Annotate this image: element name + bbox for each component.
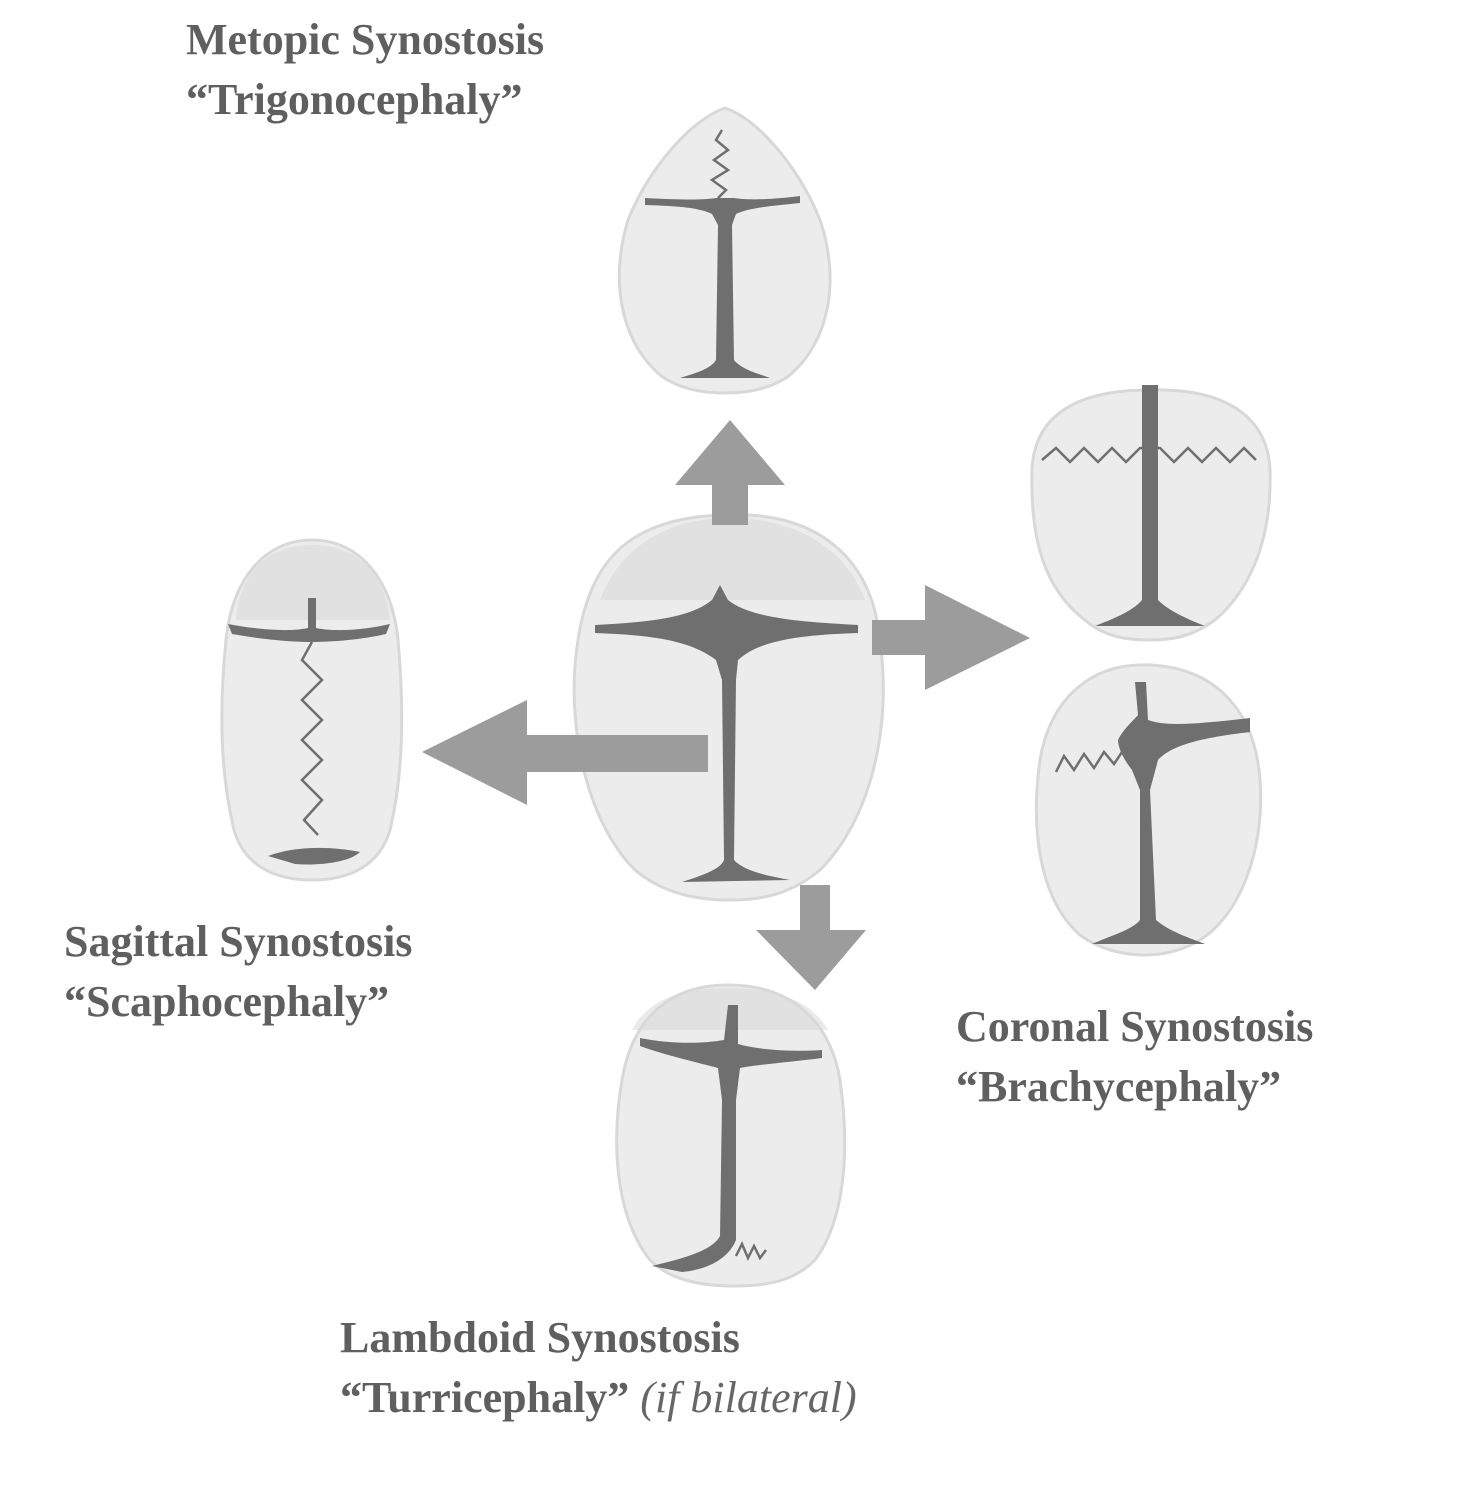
arrow-down (756, 885, 866, 990)
metopic-shape: “Trigonocephaly” (186, 75, 523, 124)
lambdoid-qualifier: (if bilateral) (640, 1373, 857, 1422)
metopic-skull (617, 106, 832, 395)
sagittal-skull-fused-suture (300, 641, 324, 836)
lambdoid-shape: “Turricephaly” (340, 1373, 630, 1422)
arrow-up (675, 420, 785, 525)
coronal-shape: “Brachycephaly” (956, 1062, 1282, 1111)
sagittal-shape: “Scaphocephaly” (64, 977, 390, 1026)
arrow-left (422, 700, 708, 805)
coronal-name: Coronal Synostosis (956, 1002, 1314, 1051)
normal-skull-anterior-shade (600, 517, 865, 600)
lambdoid-skull (615, 983, 847, 1288)
sagittal-skull-coronal-suture (228, 598, 390, 642)
metopic-label: Metopic Synostosis “Trigonocephaly” (186, 10, 544, 130)
coronal-label: Coronal Synostosis “Brachycephaly” (956, 997, 1313, 1117)
coronal-bilateral-skull-sagittal-suture (1095, 385, 1205, 626)
sagittal-label: Sagittal Synostosis “Scaphocephaly” (64, 912, 412, 1032)
coronal-bilateral-skull (1030, 385, 1272, 642)
metopic-skull-sutures (645, 196, 800, 378)
normal-skull (572, 513, 885, 902)
lambdoid-shape-line: “Turricephaly” (if bilateral) (340, 1368, 857, 1428)
sagittal-skull (220, 538, 404, 882)
lambdoid-skull-sutures (640, 1005, 822, 1272)
lambdoid-name: Lambdoid Synostosis (340, 1313, 740, 1362)
arrow-right (872, 585, 1030, 690)
coronal-unilateral-skull (1034, 663, 1263, 957)
sagittal-skull-lambdoid-suture (268, 847, 360, 865)
sagittal-skull-anterior-shade (236, 545, 390, 620)
metopic-skull-fused-suture (709, 129, 731, 199)
lambdoid-skull-fused-suture (734, 1241, 767, 1261)
metopic-name: Metopic Synostosis (186, 15, 545, 64)
lambdoid-label: Lambdoid Synostosis “Turricephaly” (if b… (340, 1308, 857, 1428)
sagittal-name: Sagittal Synostosis (64, 917, 413, 966)
normal-skull-fontanelle-and-coronal-suture (595, 585, 858, 882)
coronal-unilateral-skull-sutures (1092, 682, 1250, 944)
coronal-unilateral-skull-fused-suture (1054, 749, 1124, 773)
